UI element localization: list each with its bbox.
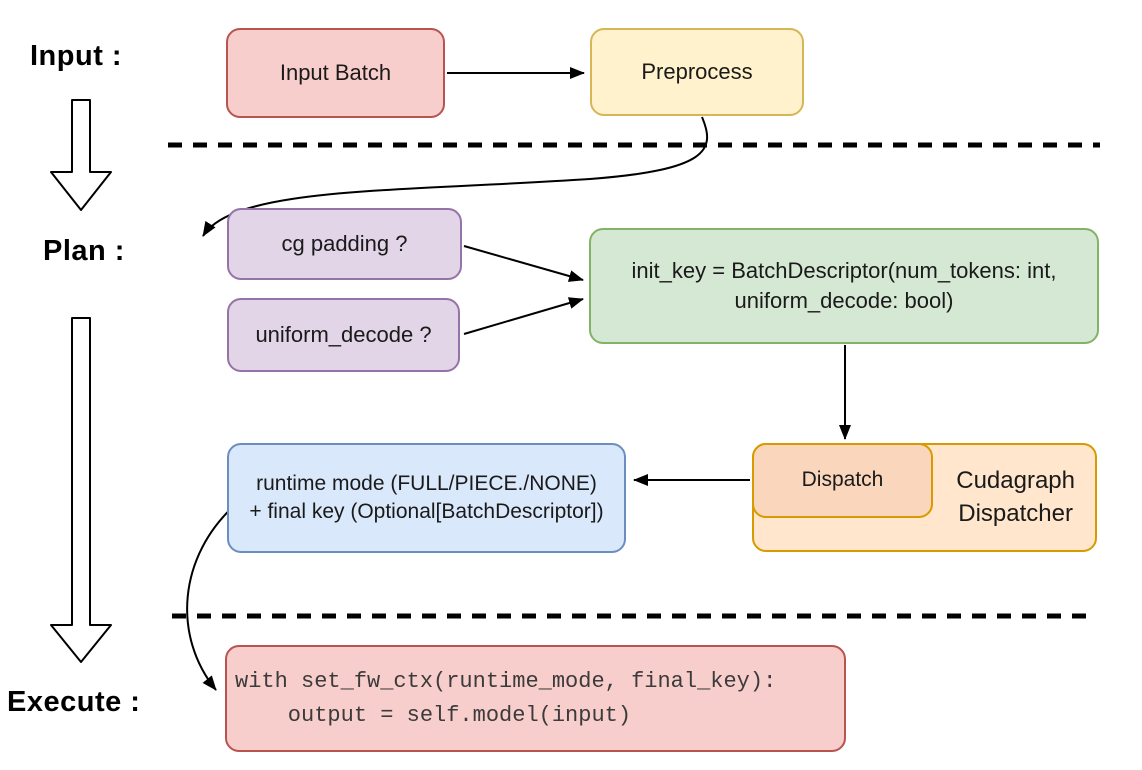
node-execute-code-line2: output = self.model(input): [235, 702, 632, 728]
node-runtime-line2: + final key (Optional[BatchDescriptor]): [249, 500, 604, 523]
node-cudagraph-dispatcher-line1: Cudagraph: [956, 467, 1075, 495]
node-uniform-decode-label: uniform_decode ?: [255, 322, 432, 348]
node-uniform-decode: uniform_decode ?: [227, 298, 460, 372]
node-dispatch-label: Dispatch: [801, 468, 884, 492]
node-cudagraph-dispatcher-line2: Dispatcher: [958, 499, 1073, 527]
node-init-key-line2: uniform_decode: bool): [734, 288, 954, 313]
node-cg-padding: cg padding ?: [227, 208, 462, 280]
section-label-input: Input :: [30, 40, 123, 72]
node-execute-code: with set_fw_ctx(runtime_mode, final_key)…: [225, 645, 846, 752]
arrow-runtime-to-execute-code: [186, 503, 237, 691]
hollow-arrow-input-to-plan-icon: [50, 99, 112, 211]
node-dispatch: Dispatch: [752, 443, 933, 518]
node-input-batch: Input Batch: [226, 28, 445, 118]
node-preprocess: Preprocess: [590, 28, 804, 116]
node-execute-code-line1: with set_fw_ctx(runtime_mode, final_key)…: [235, 668, 777, 694]
node-preprocess-label: Preprocess: [641, 59, 753, 85]
section-label-execute: Execute :: [7, 686, 141, 718]
node-runtime-mode-final-key: runtime mode (FULL/PIECE./NONE) + final …: [227, 443, 626, 553]
arrow-uniform-decode-to-init-key: [463, 297, 584, 335]
arrow-preprocess-to-cg-padding: [202, 116, 709, 237]
node-runtime-line1: runtime mode (FULL/PIECE./NONE): [256, 471, 597, 495]
node-init-key-line1: init_key = BatchDescriptor(num_tokens: i…: [631, 258, 1057, 284]
node-init-key: init_key = BatchDescriptor(num_tokens: i…: [589, 228, 1099, 344]
section-label-plan: Plan :: [43, 235, 125, 267]
arrow-cg-padding-to-init-key: [463, 245, 584, 282]
node-input-batch-label: Input Batch: [279, 60, 392, 86]
node-cg-padding-label: cg padding ?: [281, 231, 408, 257]
hollow-arrow-plan-to-execute-icon: [50, 317, 112, 663]
